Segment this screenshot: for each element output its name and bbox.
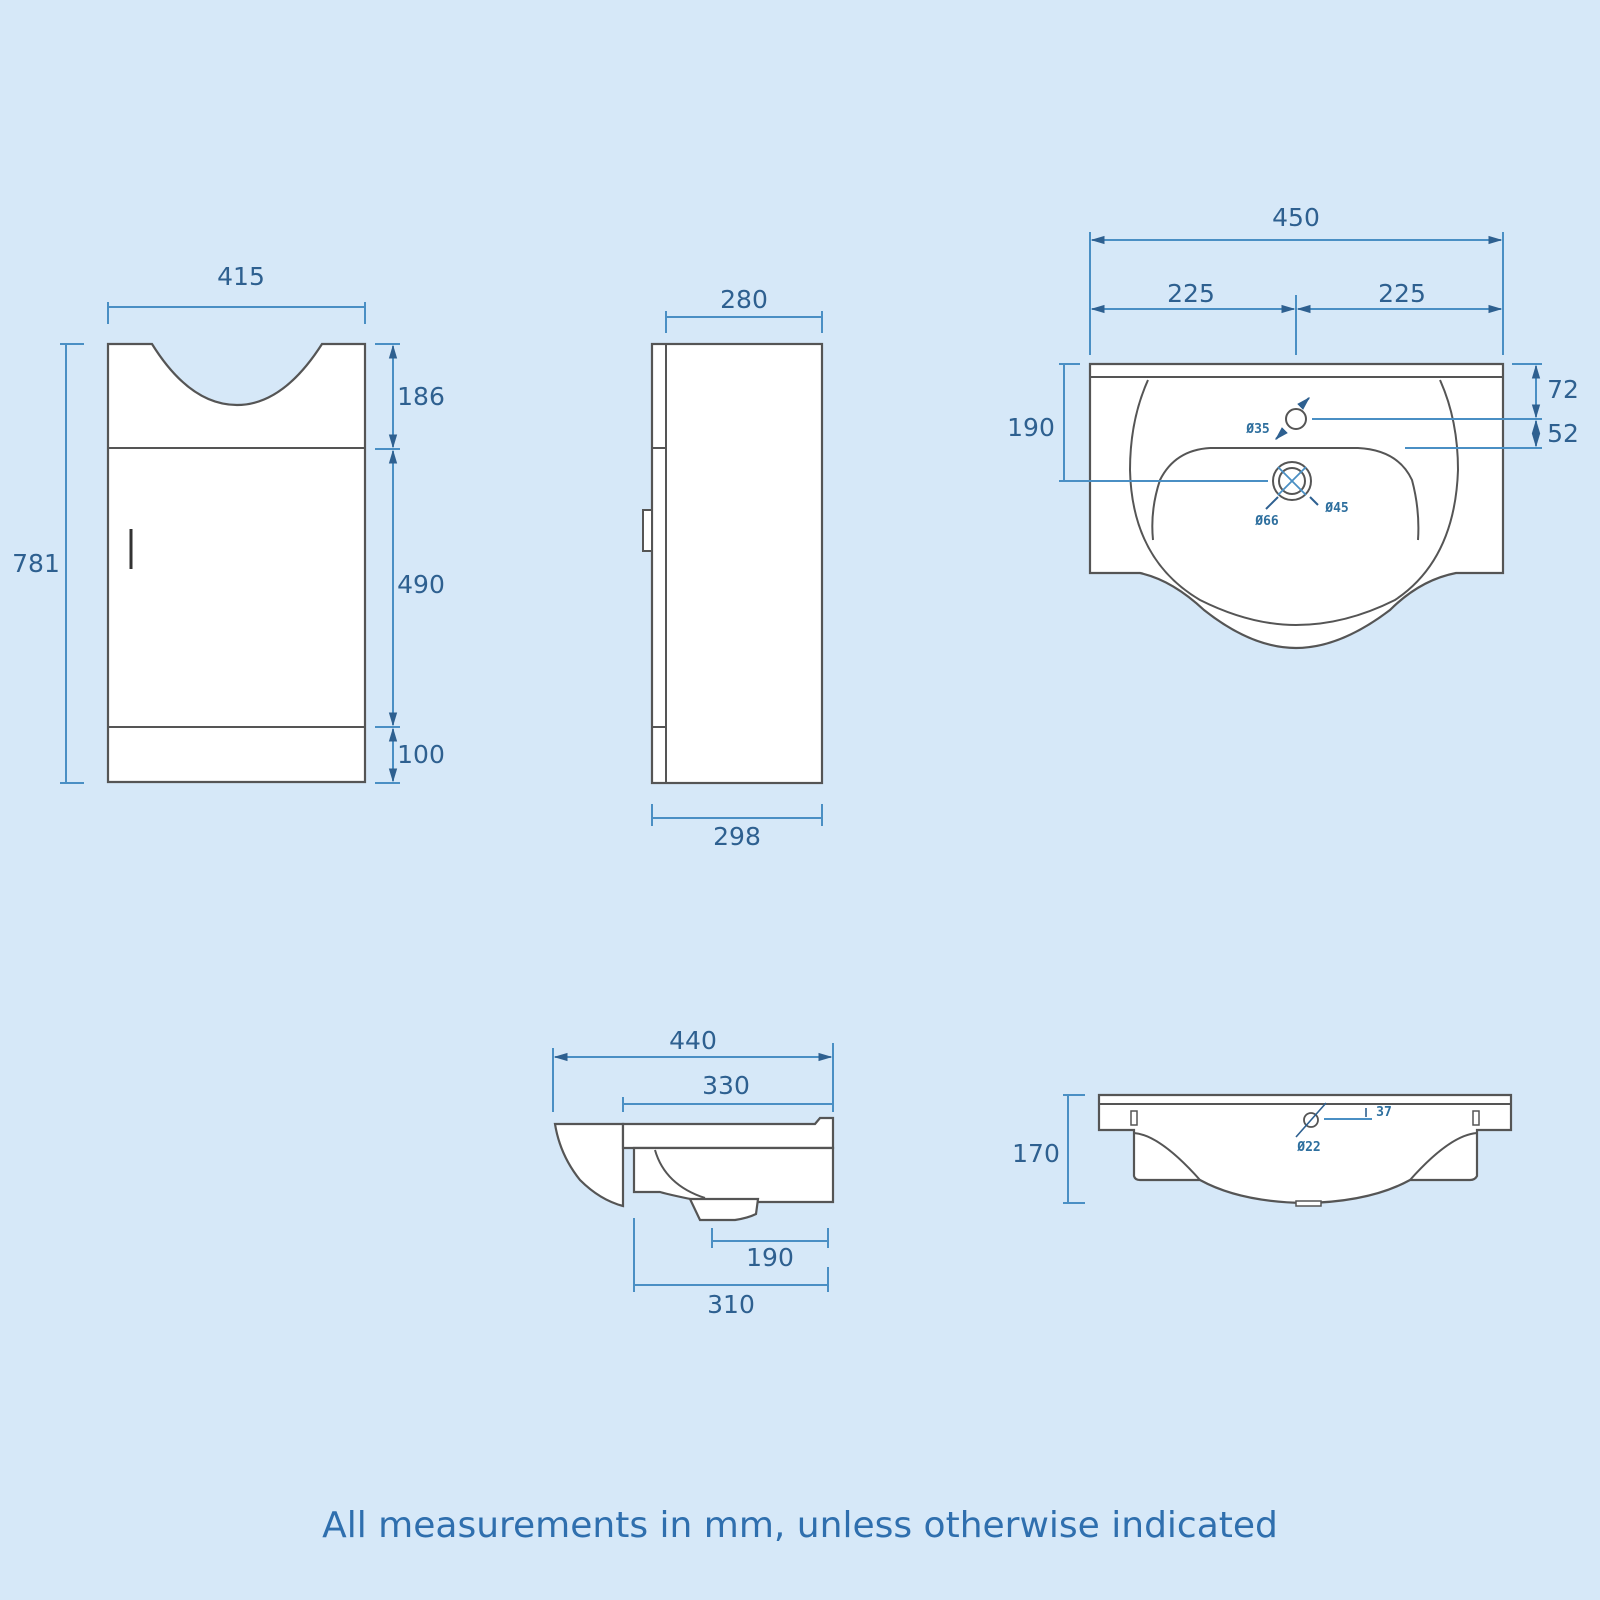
label-side-depth-body: 280 — [720, 285, 768, 314]
label-waste-outer-dia: Ø66 — [1254, 514, 1279, 529]
label-base-depth: 310 — [707, 1290, 755, 1319]
label-basin-deck-depth: 330 — [702, 1071, 750, 1100]
cabinet-front-outline — [106, 342, 367, 784]
label-basin-side-depth: 440 — [669, 1026, 717, 1055]
cabinet-front-view — [60, 302, 400, 784]
waste-inner-icon — [1278, 467, 1306, 495]
label-waste-inner-dia: Ø45 — [1324, 501, 1348, 516]
label-top-section: 186 — [397, 382, 445, 411]
label-bowl-to-back: 190 — [746, 1243, 794, 1272]
label-basin-right-half: 225 — [1378, 279, 1426, 308]
label-basin-width: 450 — [1272, 203, 1320, 232]
label-cabinet-height: 781 — [12, 549, 60, 578]
label-tap-offset: 72 — [1547, 375, 1579, 404]
basin-front-view — [1063, 1093, 1513, 1207]
fixing-bracket-icon — [1130, 1110, 1138, 1126]
label-side-depth-total: 298 — [713, 822, 761, 851]
basin-front-lip — [553, 1122, 625, 1208]
label-basin-depth-waste: 190 — [1007, 413, 1055, 442]
basin-deck — [621, 1116, 835, 1150]
basin-side-view — [552, 1043, 835, 1292]
waste-outlet-profile — [688, 1197, 760, 1222]
handle-profile-icon — [642, 509, 653, 552]
basin-rim — [1128, 379, 1460, 627]
fixing-bracket-icon — [1472, 1110, 1480, 1126]
bowl-outline — [1151, 447, 1420, 541]
label-basin-height: 170 — [1012, 1139, 1060, 1168]
label-plinth-section: 100 — [397, 740, 445, 769]
tap-hole-icon — [1285, 408, 1307, 430]
basin-outline — [1088, 362, 1505, 650]
label-basin-left-half: 225 — [1167, 279, 1215, 308]
basin-bowl-side — [632, 1146, 835, 1204]
label-overflow-dia: Ø22 — [1296, 1140, 1320, 1155]
cabinet-side-view — [642, 311, 824, 826]
label-tap-hole-dia: Ø35 — [1245, 422, 1269, 437]
label-overflow-offset: 37 — [1376, 1105, 1392, 1120]
label-tap-to-bowl: 52 — [1547, 419, 1579, 448]
label-cabinet-width: 415 — [217, 262, 265, 291]
cabinet-side-outline — [650, 342, 824, 785]
measurement-note: All measurements in mm, unless otherwise… — [322, 1505, 1278, 1546]
label-door-section: 490 — [397, 570, 445, 599]
basin-top-view — [1059, 232, 1542, 650]
